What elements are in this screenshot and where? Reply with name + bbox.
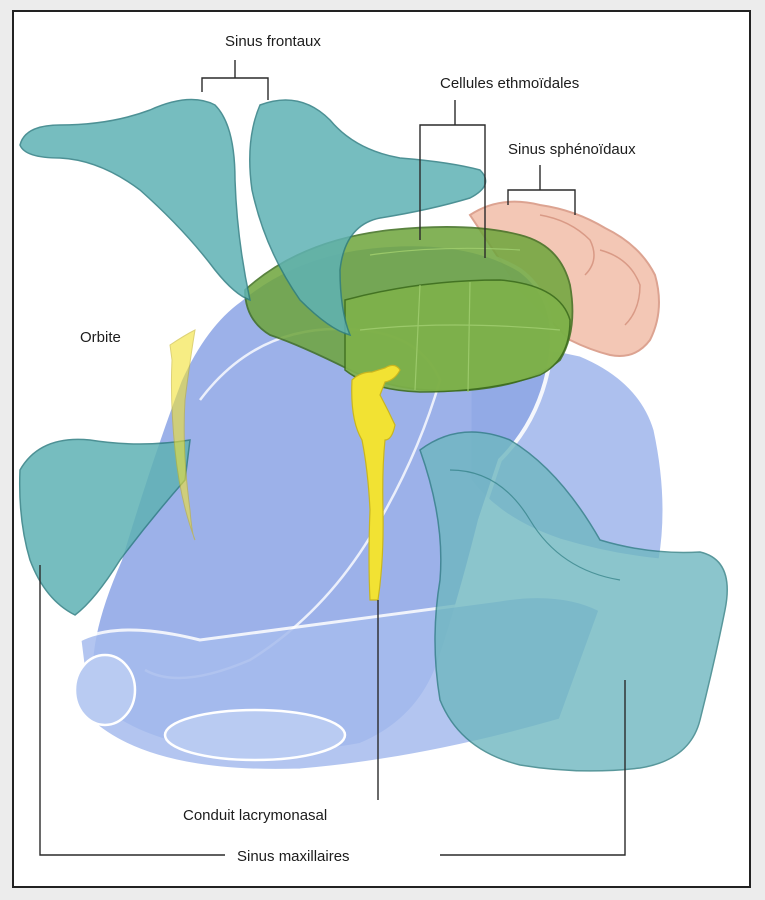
label-frontal-sinuses: Sinus frontaux	[225, 33, 321, 50]
frontal-bracket	[201, 60, 269, 100]
frontal-sinus-left	[19, 98, 252, 302]
maxillary-bracket	[39, 565, 626, 856]
maxillary-sinus-left	[18, 438, 191, 616]
label-sphenoid-sinuses: Sinus sphénoïdaux	[508, 141, 636, 158]
maxillary-sinus-right	[419, 431, 728, 772]
ethmoid-bracket	[419, 100, 486, 258]
maxillary-floor-right-ellipse	[163, 708, 347, 762]
ethmoid-cell-septum-1	[414, 284, 421, 391]
ethmoid-cell-septum-4	[369, 247, 521, 256]
lacrimal-duct	[351, 364, 401, 601]
label-maxillary-sinuses: Sinus maxillaires	[237, 848, 350, 865]
maxillary-floor-left-ellipse	[73, 653, 137, 727]
sphenoid-sinus-lobe-2	[599, 249, 641, 326]
sphenoid-sinus-lobe	[539, 214, 595, 276]
ethmoid-cell-septum-3	[359, 324, 561, 331]
frontal-sinus-right	[249, 99, 487, 337]
sphenoid-bracket	[507, 165, 576, 215]
label-orbit: Orbite	[80, 329, 121, 346]
orbit-nerve	[169, 329, 196, 541]
ethmoid-cell-septum-2	[467, 281, 471, 393]
ethmoid-cells-front	[344, 279, 571, 393]
maxillary-sinus-right-inner	[449, 469, 621, 581]
label-ethmoid-cells: Cellules ethmoïdales	[440, 75, 579, 92]
label-lacrimal-duct: Conduit lacrymonasal	[183, 807, 327, 824]
